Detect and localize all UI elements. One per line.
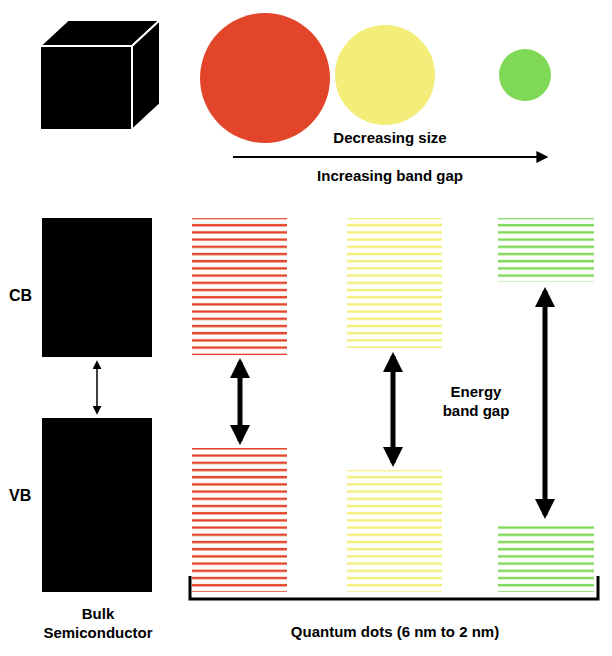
- arrow-label: Energy band gap: [435, 382, 517, 420]
- medium-dot: [335, 25, 435, 125]
- green-valence-levels: [498, 522, 594, 592]
- band-name: VB: [9, 486, 39, 505]
- bulk-gap-arrow: [96, 362, 98, 413]
- part-label: Quantum dots (6 nm to 2 nm): [245, 622, 545, 641]
- green-conduction-levels: [498, 218, 594, 282]
- size-arrow: [233, 156, 546, 158]
- quantum-dot-bracket: [190, 576, 598, 599]
- red-conduction-levels: [192, 218, 287, 355]
- part-label: Bulk Semiconductor: [38, 604, 158, 642]
- band-name: CB: [9, 286, 39, 305]
- yellow-valence-levels: [347, 470, 442, 592]
- bulk-valence-band: [42, 418, 152, 592]
- green-gap-arrow: [543, 291, 548, 515]
- gap-caption: Increasing band gap: [270, 166, 510, 185]
- red-valence-levels: [192, 448, 287, 592]
- yellow-gap-arrow: [391, 356, 396, 463]
- large-dot: [200, 13, 330, 143]
- small-dot: [499, 49, 551, 101]
- red-gap-arrow: [238, 362, 243, 441]
- yellow-conduction-levels: [347, 218, 442, 348]
- size-caption: Decreasing size: [270, 128, 510, 147]
- bulk-conduction-band: [42, 218, 152, 357]
- bulk-cube: [40, 20, 160, 130]
